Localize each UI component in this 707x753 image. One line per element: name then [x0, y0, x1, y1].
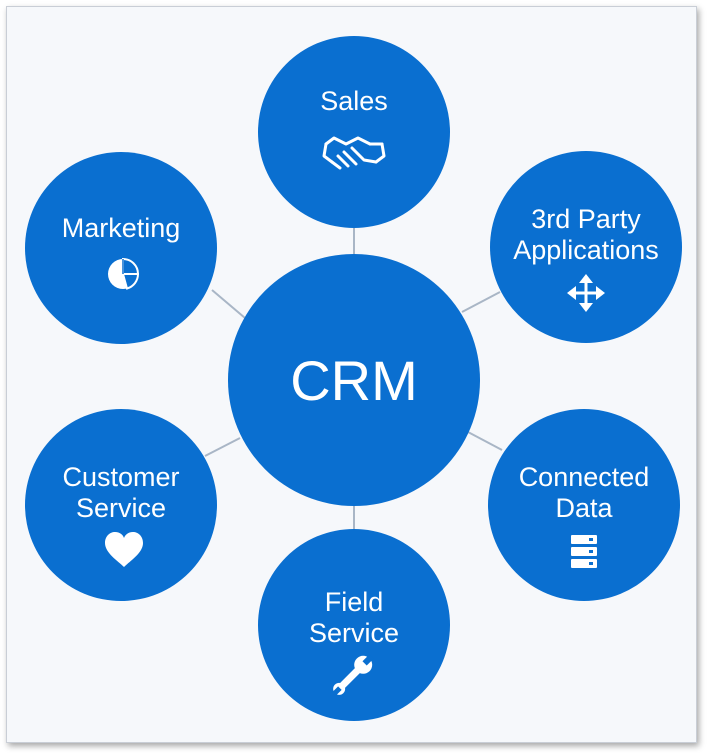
- wrench-icon: [331, 654, 374, 697]
- node-field-service: Field Service: [258, 529, 450, 721]
- field-service-label-line-2: Service: [309, 618, 399, 648]
- field-service-label-line-1: Field: [325, 587, 384, 617]
- heart-icon: [105, 532, 143, 567]
- connector-marketing: [211, 289, 246, 319]
- node-customer-service: Customer Service: [25, 409, 217, 601]
- database-icon: [571, 535, 597, 568]
- move-arrows-icon: [567, 274, 605, 312]
- third-party-label-line-2: Applications: [513, 235, 659, 265]
- hub-label: CRM: [290, 349, 418, 412]
- hub-node: CRM: [228, 254, 480, 506]
- customer-service-label-line-2: Service: [76, 493, 166, 523]
- connected-data-label-line-1: Connected: [519, 462, 650, 492]
- third-party-label-line-1: 3rd Party: [531, 204, 641, 234]
- node-marketing: Marketing: [25, 152, 217, 344]
- node-third-party: 3rd Party Applications: [490, 151, 682, 343]
- connected-data-label-line-2: Data: [555, 493, 613, 523]
- node-sales: Sales: [258, 36, 450, 228]
- handshake-icon: [322, 136, 386, 170]
- node-connected-data: Connected Data: [488, 409, 680, 601]
- connector-third-party: [461, 291, 501, 313]
- pie-chart-icon: [108, 257, 140, 290]
- sales-label: Sales: [320, 86, 388, 116]
- connector-connected-data: [467, 431, 503, 451]
- connectors: [204, 228, 503, 530]
- customer-service-label-line-1: Customer: [62, 462, 179, 492]
- marketing-label: Marketing: [62, 213, 181, 243]
- connector-customer-service: [204, 437, 241, 457]
